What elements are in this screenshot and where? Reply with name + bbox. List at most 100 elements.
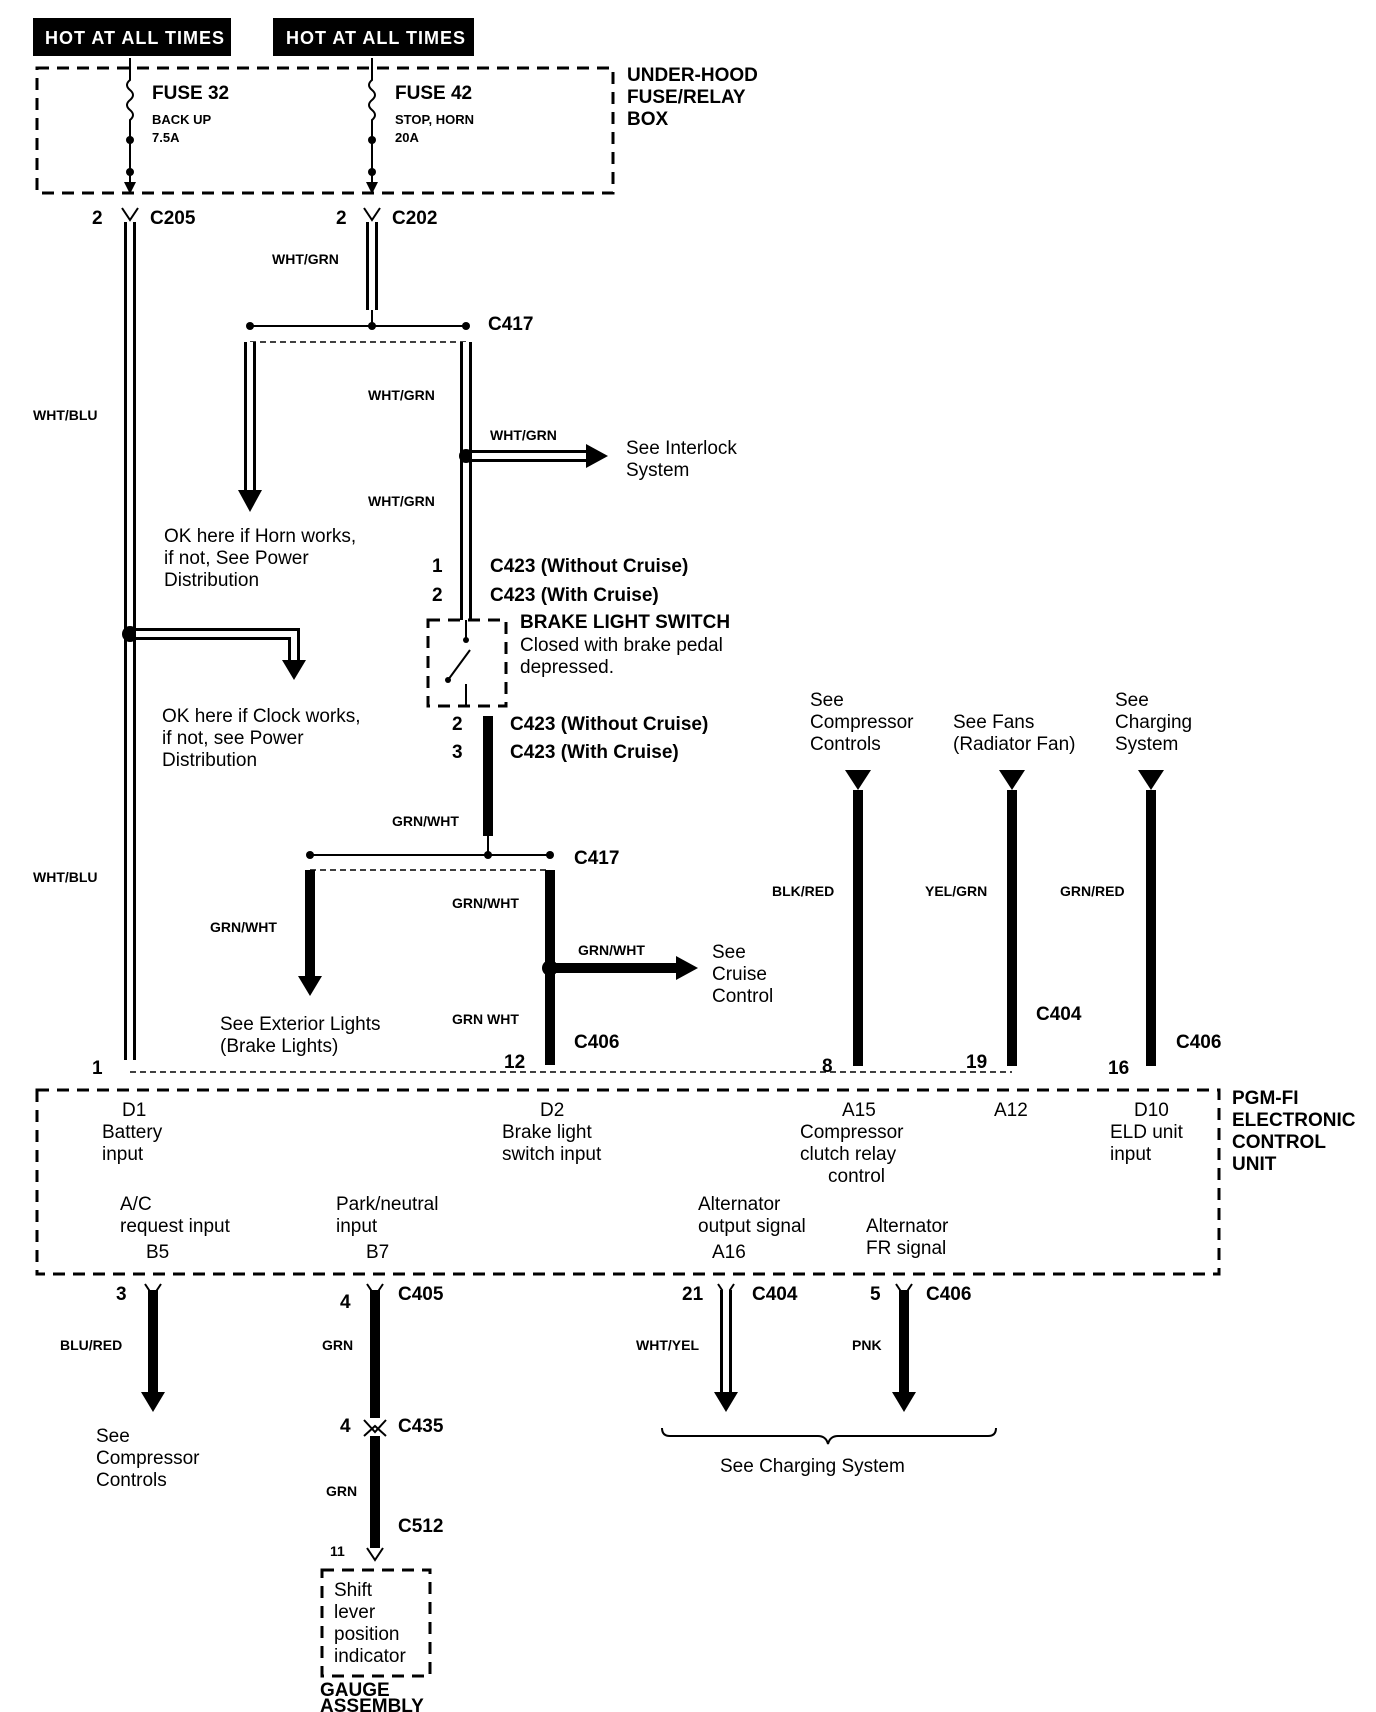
c423b-label1: C423 (Without Cruise)	[510, 714, 708, 735]
ecu-title-4: UNIT	[1232, 1154, 1277, 1175]
fuse32-desc: BACK UP	[152, 112, 212, 127]
c406a-label: C406	[574, 1032, 619, 1053]
grn-wht-label-1: GRN/WHT	[392, 813, 459, 829]
c423b-label2: C423 (With Cruise)	[510, 742, 679, 763]
ecu-d1-pin: D1	[122, 1100, 146, 1121]
gauge-box-2: lever	[334, 1602, 376, 1623]
grn-wht-label-cruise: GRN/WHT	[578, 942, 645, 958]
ecu-a15-line3: control	[828, 1166, 885, 1187]
c423a-label2: C423 (With Cruise)	[490, 585, 659, 606]
charging-top-1: See	[1115, 690, 1149, 711]
ecu-a16-line1: Alternator	[698, 1194, 781, 1215]
fuse42-amp: 20A	[395, 130, 419, 145]
compressor-top-3: Controls	[810, 734, 881, 755]
wht-grn-label-2: WHT/GRN	[368, 493, 435, 509]
fuse-relay-box	[35, 66, 615, 195]
gauge-title-1: GAUGE	[320, 1680, 390, 1701]
c417-top-label: C417	[488, 314, 533, 335]
clock-note-3: Distribution	[162, 750, 257, 771]
c404a-label: C404	[1036, 1004, 1082, 1025]
fans-note-2: (Radiator Fan)	[953, 734, 1076, 755]
c423b-pin2: 3	[452, 742, 463, 763]
horn-note-1: OK here if Horn works,	[164, 526, 356, 547]
gauge-box-1: Shift	[334, 1580, 373, 1601]
grn-wht-label-3: GRN/WHT	[452, 895, 519, 911]
wire-horn-branch	[238, 342, 262, 512]
grn-wht-label-4: GRN WHT	[452, 1011, 519, 1027]
brake-switch-desc-2: depressed.	[520, 657, 614, 678]
c404b-label: C404	[752, 1284, 798, 1305]
wire-clock-branch	[136, 628, 306, 680]
arrow-charging-top	[1138, 770, 1164, 790]
charging-bottom-note: See Charging System	[720, 1456, 905, 1477]
fusebox-title-3: BOX	[627, 109, 669, 130]
charging-top-2: Charging	[1115, 712, 1192, 733]
gauge-box-4: indicator	[334, 1646, 406, 1667]
grn-red-label: GRN/RED	[1060, 883, 1125, 899]
ecu-b7-pin: B7	[366, 1242, 389, 1263]
compressor-top-1: See	[810, 690, 844, 711]
ecu-fr-line2: FR signal	[866, 1238, 946, 1259]
wht-grn-label-1: WHT/GRN	[368, 387, 435, 403]
fuse-32	[124, 58, 136, 194]
wire-wht-yel	[714, 1290, 738, 1412]
c205-label: C205	[150, 208, 196, 229]
shift-lever-indicator-box	[320, 1568, 432, 1678]
ecu-d10-line1: ELD unit	[1110, 1122, 1184, 1143]
compressor-bottom-3: Controls	[96, 1470, 167, 1491]
ecu-pin-8: 8	[822, 1056, 833, 1077]
hot-label-box-2	[273, 18, 474, 56]
c202-pin: 2	[336, 208, 347, 229]
clock-note-1: OK here if Clock works,	[162, 706, 361, 727]
c423a-pin2: 2	[432, 585, 443, 606]
splice-interlock	[459, 449, 473, 463]
c406c-pin: 5	[870, 1284, 881, 1305]
cruise-note-2: Cruise	[712, 964, 767, 985]
c423b-pin1: 2	[452, 714, 463, 735]
ecu-d1-line2: input	[102, 1144, 144, 1165]
c405-pin: 4	[340, 1292, 351, 1313]
c205-pin: 2	[92, 208, 103, 229]
c435-label: C435	[398, 1416, 444, 1437]
ecu-pin-1: 1	[92, 1058, 103, 1079]
c406c-label: C406	[926, 1284, 971, 1305]
hot-label-2: HOT AT ALL TIMES	[286, 28, 466, 48]
ecu-a16-line2: output signal	[698, 1216, 806, 1237]
c404b-pin: 21	[682, 1284, 704, 1305]
ecu-pin-3: 3	[116, 1284, 127, 1305]
splice-cruise	[542, 960, 558, 976]
ecu-box	[35, 1088, 1221, 1276]
ecu-b7-line1: Park/neutral	[336, 1194, 438, 1215]
ecu-d10-pin: D10	[1134, 1100, 1169, 1121]
ecu-a15-line2: clutch relay	[800, 1144, 897, 1165]
wire-interlock	[472, 444, 608, 468]
ecu-a15-line1: Compressor	[800, 1122, 904, 1143]
fans-note-1: See Fans	[953, 712, 1034, 733]
horn-note-3: Distribution	[164, 570, 259, 591]
c435-pin: 4	[340, 1416, 351, 1437]
compressor-bottom-1: See	[96, 1426, 130, 1447]
ecu-d2-pin: D2	[540, 1100, 564, 1121]
fusebox-title-2: FUSE/RELAY	[627, 87, 746, 108]
cruise-note-1: See	[712, 942, 746, 963]
ecu-a12-pin: A12	[994, 1100, 1028, 1121]
ecu-d2-line1: Brake light	[502, 1122, 592, 1143]
charging-bracket	[661, 1427, 997, 1445]
ecu-title-2: ELECTRONIC	[1232, 1110, 1356, 1131]
fuse32-amp: 7.5A	[152, 130, 180, 145]
wht-yel-label: WHT/YEL	[636, 1337, 699, 1353]
grn-label-2: GRN	[326, 1483, 357, 1499]
c202-symbol	[363, 207, 381, 222]
wht-grn-label-top: WHT/GRN	[272, 251, 339, 267]
interlock-note-1: See Interlock	[626, 438, 737, 459]
pnk-label: PNK	[852, 1337, 882, 1353]
exterior-note-1: See Exterior Lights	[220, 1014, 381, 1035]
cruise-note-3: Control	[712, 986, 773, 1007]
hot-label-1: HOT AT ALL TIMES	[45, 28, 225, 48]
ecu-pin-19: 19	[966, 1052, 987, 1073]
hot-label-box-1	[33, 18, 231, 56]
fuse-42	[366, 58, 378, 194]
ecu-a16-pin: A16	[712, 1242, 746, 1263]
wht-blu-label-2: WHT/BLU	[33, 869, 98, 885]
c406b-label: C406	[1176, 1032, 1221, 1053]
